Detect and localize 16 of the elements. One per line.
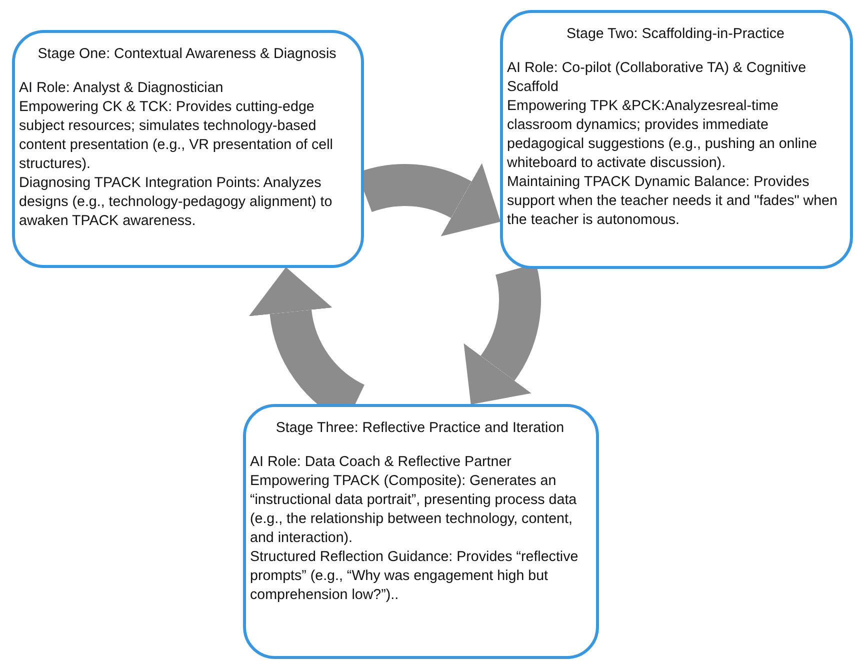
stage-heading: Stage Three: Reflective Practice and Iteration: [274, 419, 566, 438]
cycle-arrow: [462, 264, 541, 406]
stage-description: AI Role: Analyst & Diagnostician: [19, 79, 224, 98]
stage-description: Maintaining TPACK Dynamic Balance: Provides support when the teacher needs it and "fades" when the teacher is autonomous.: [507, 173, 838, 230]
stage-heading: Stage Two: Scaffolding-in-Practice: [565, 25, 786, 44]
stage-box: [12, 30, 364, 268]
stage-box: [243, 404, 599, 659]
stage-description: Diagnosing TPACK Integration Points: Analyzes designs (e.g., technology-pedagogy alignment) to awaken TPACK awareness.: [19, 174, 334, 231]
stage-description: Empowering CK & TCK: Provides cutting-edge subject resources; simulates technology-based content presentation (e.g., VR presentation of cell structures).: [19, 98, 334, 174]
stage-description: Empowering TPK &PCK:Analyzesreal-time classroom dynamics; provides immediate pedagogical suggestions (e.g., pushing an online whiteboard to activate discussion).: [507, 97, 818, 173]
stage-description: AI Role: Co-pilot (Collaborative TA) & Cognitive Scaffold: [507, 59, 808, 97]
stage-box: [500, 10, 853, 269]
stage-description: Structured Reflection Guidance: Provides “reflective prompts” (e.g., “Why was engagement high but comprehension low?”)..: [250, 548, 580, 605]
stage-description: Empowering TPACK (Composite): Generates an “instructional data portrait”, presenting process data (e.g., the relationship between technology, content, and interaction).: [250, 472, 578, 548]
stage-description: AI Role: Data Coach & Reflective Partner: [250, 453, 512, 472]
stage-heading: Stage One: Contextual Awareness & Diagnosis: [36, 45, 338, 64]
